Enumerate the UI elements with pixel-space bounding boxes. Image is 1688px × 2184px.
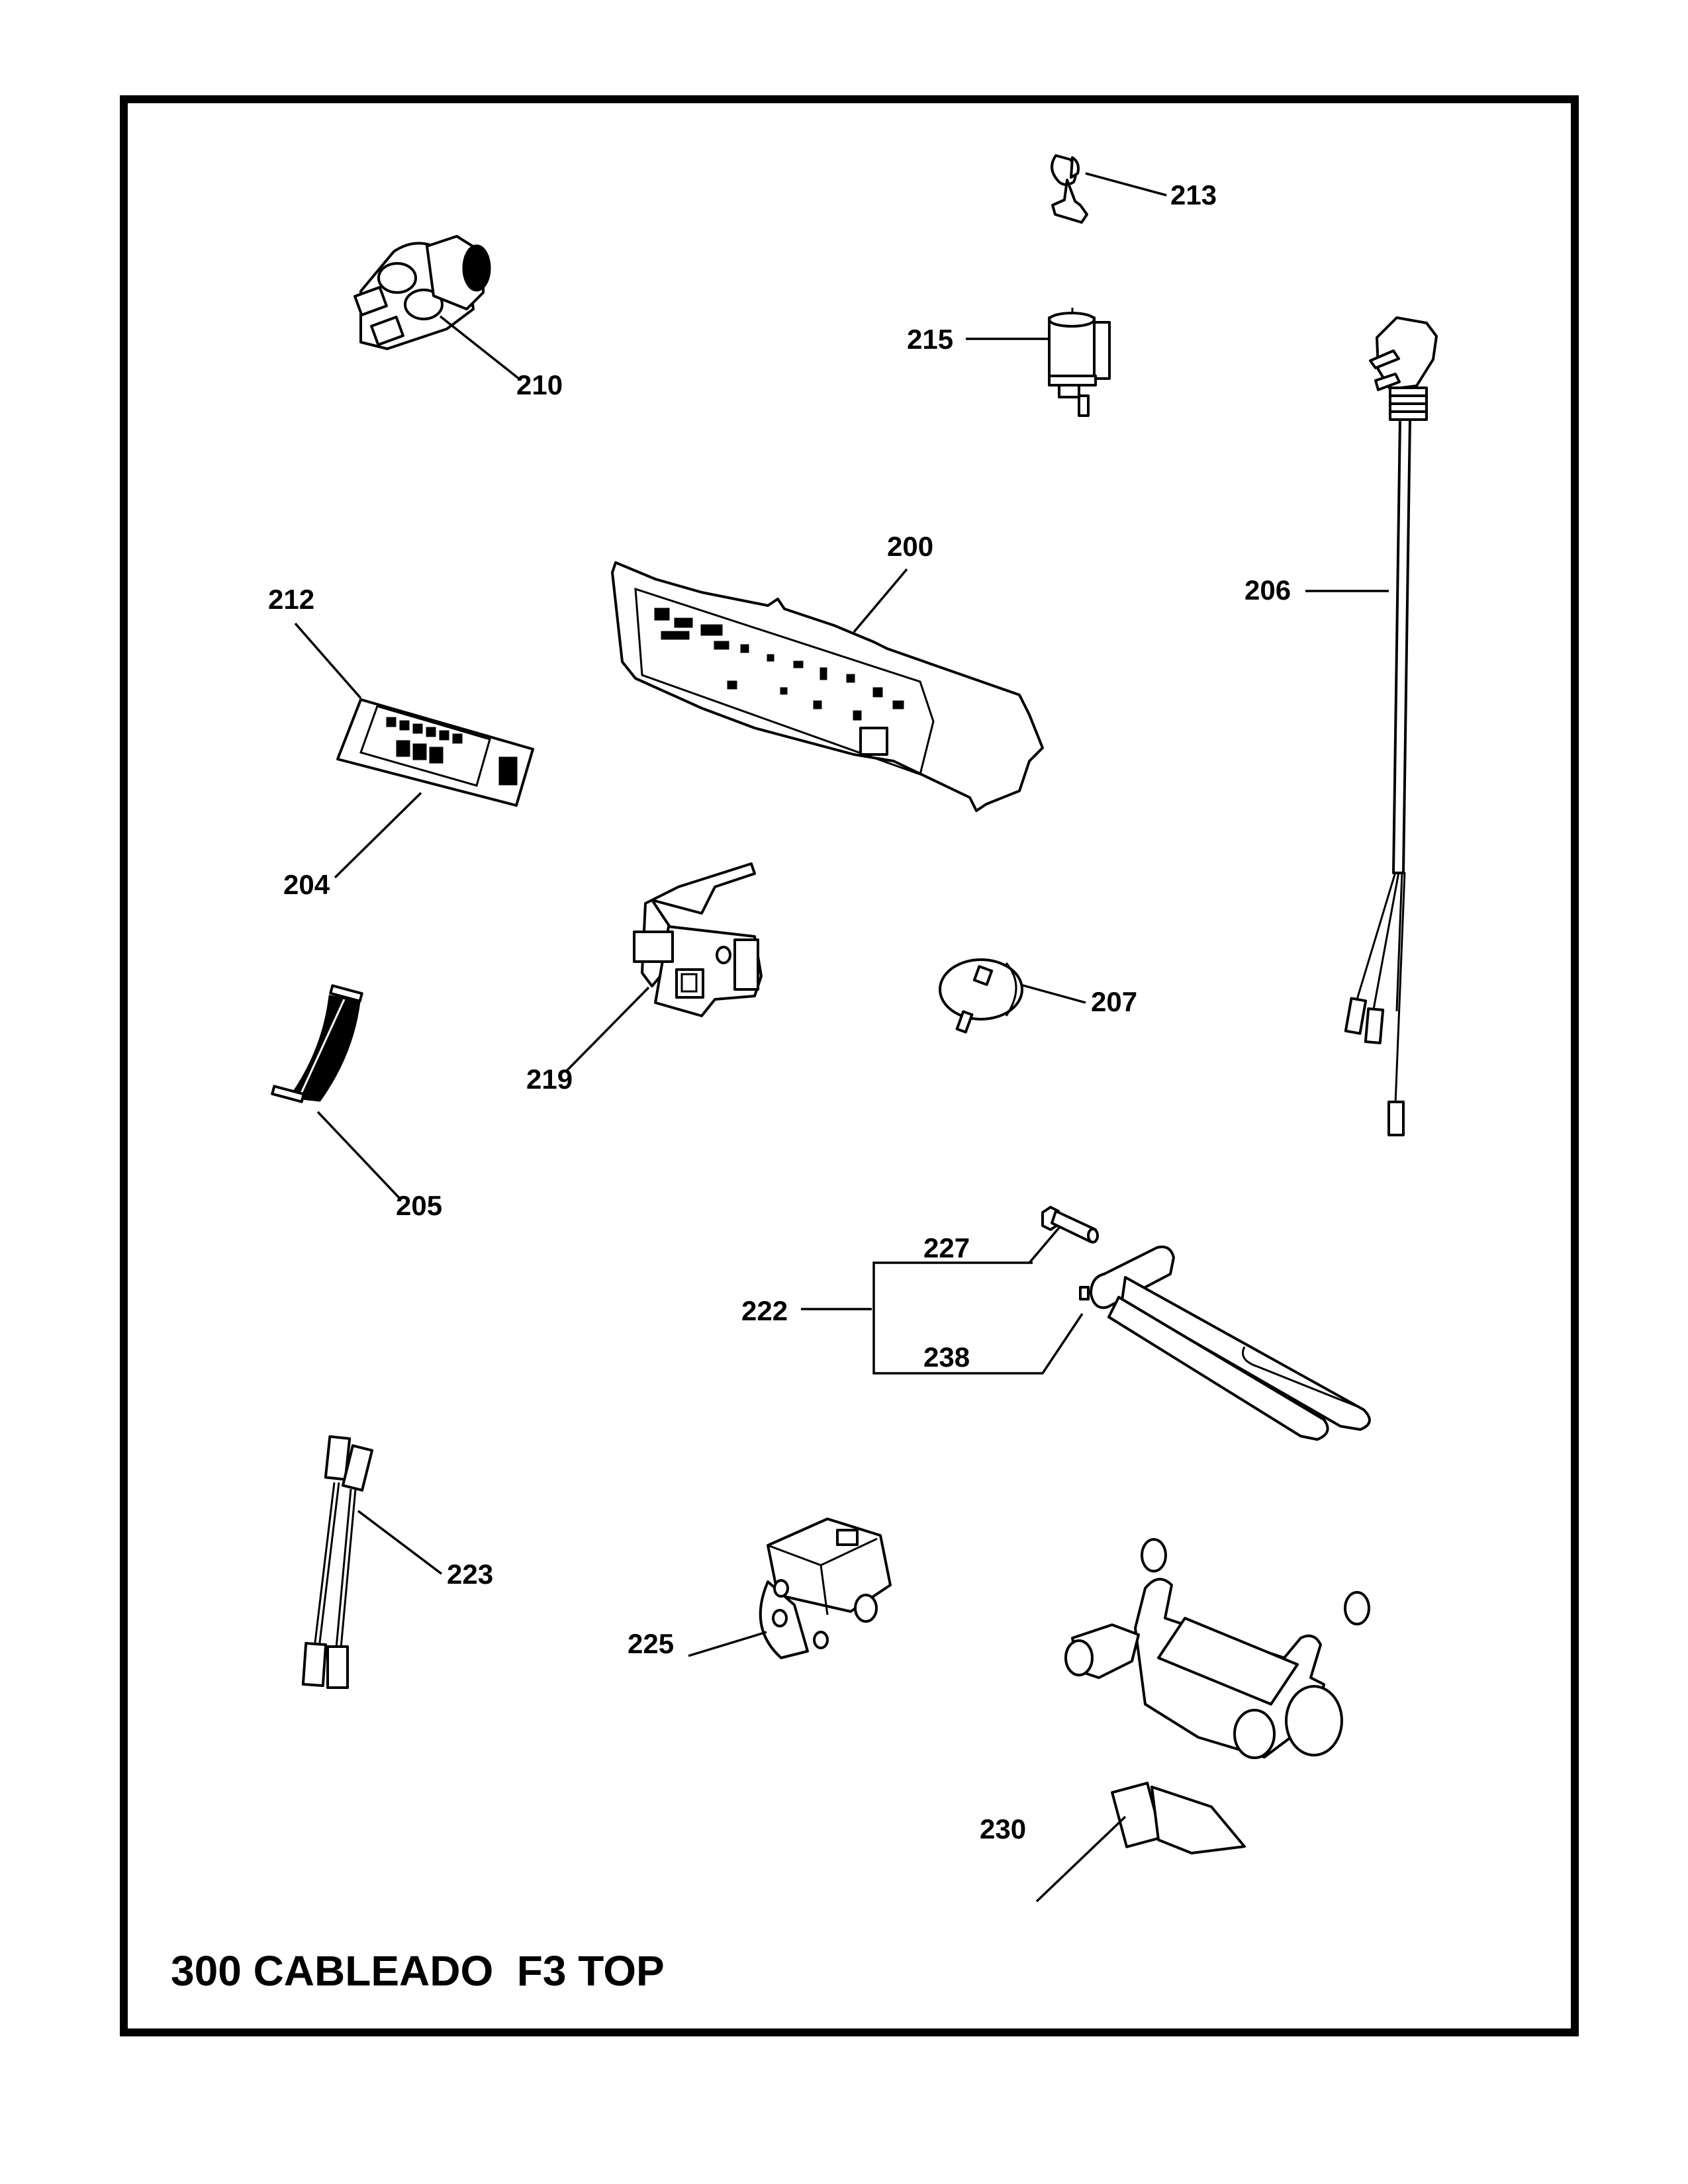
callout-200[interactable]: 200 <box>887 531 933 562</box>
leader-200 <box>853 568 908 633</box>
callout-230[interactable]: 230 <box>980 1813 1026 1844</box>
display-board-drawing[interactable] <box>336 698 534 807</box>
motor-drawing[interactable] <box>1064 1538 1370 1854</box>
callout-206[interactable]: 206 <box>1244 574 1291 606</box>
leader-227 <box>1028 1226 1060 1264</box>
capacitor-drawing[interactable] <box>1048 308 1111 417</box>
leader-213 <box>1085 172 1167 197</box>
leader-223 <box>357 1510 443 1575</box>
callout-213[interactable]: 213 <box>1170 179 1217 210</box>
callout-207[interactable]: 207 <box>1091 986 1137 1017</box>
callout-215[interactable]: 215 <box>907 324 953 355</box>
drain-pump-drawing[interactable] <box>759 1518 892 1659</box>
inlet-valve-drawing[interactable] <box>353 235 491 350</box>
callout-219[interactable]: 219 <box>526 1064 573 1095</box>
callout-238[interactable]: 238 <box>923 1342 970 1373</box>
callout-225[interactable]: 225 <box>628 1628 674 1659</box>
pressure-switch-drawing[interactable] <box>939 958 1023 1034</box>
jumper-wire-drawing[interactable] <box>301 1435 374 1689</box>
wire-clip-drawing[interactable] <box>1051 154 1088 224</box>
heater-element-drawing[interactable] <box>1079 1246 1371 1441</box>
door-lock-drawing[interactable] <box>633 862 763 1017</box>
callout-204[interactable]: 204 <box>283 869 330 900</box>
callout-227[interactable]: 227 <box>923 1232 970 1263</box>
diagram-frame <box>120 95 1579 2036</box>
callout-223[interactable]: 223 <box>447 1559 493 1590</box>
callout-222[interactable]: 222 <box>741 1295 788 1326</box>
diagram-title: 300 CABLEADO F3 TOP <box>171 1947 665 1995</box>
control-board-drawing[interactable] <box>611 561 1044 812</box>
ribbon-harness-drawing[interactable] <box>271 984 363 1103</box>
bracket-222 <box>872 1261 1043 1375</box>
power-cord-drawing[interactable] <box>1344 316 1438 1136</box>
callout-212[interactable]: 212 <box>268 584 314 615</box>
leader-225 <box>688 1631 767 1657</box>
leader-212 <box>294 622 362 700</box>
thermistor-drawing[interactable] <box>1041 1206 1099 1244</box>
callout-205[interactable]: 205 <box>396 1190 442 1221</box>
leader-238 <box>1041 1313 1084 1374</box>
leader-210 <box>439 315 521 381</box>
leader-219 <box>564 986 650 1073</box>
leader-205 <box>316 1111 402 1201</box>
leader-230 <box>1035 1815 1127 1903</box>
leader-207 <box>1020 983 1086 1004</box>
callout-210[interactable]: 210 <box>516 369 563 400</box>
leader-204 <box>334 792 422 879</box>
